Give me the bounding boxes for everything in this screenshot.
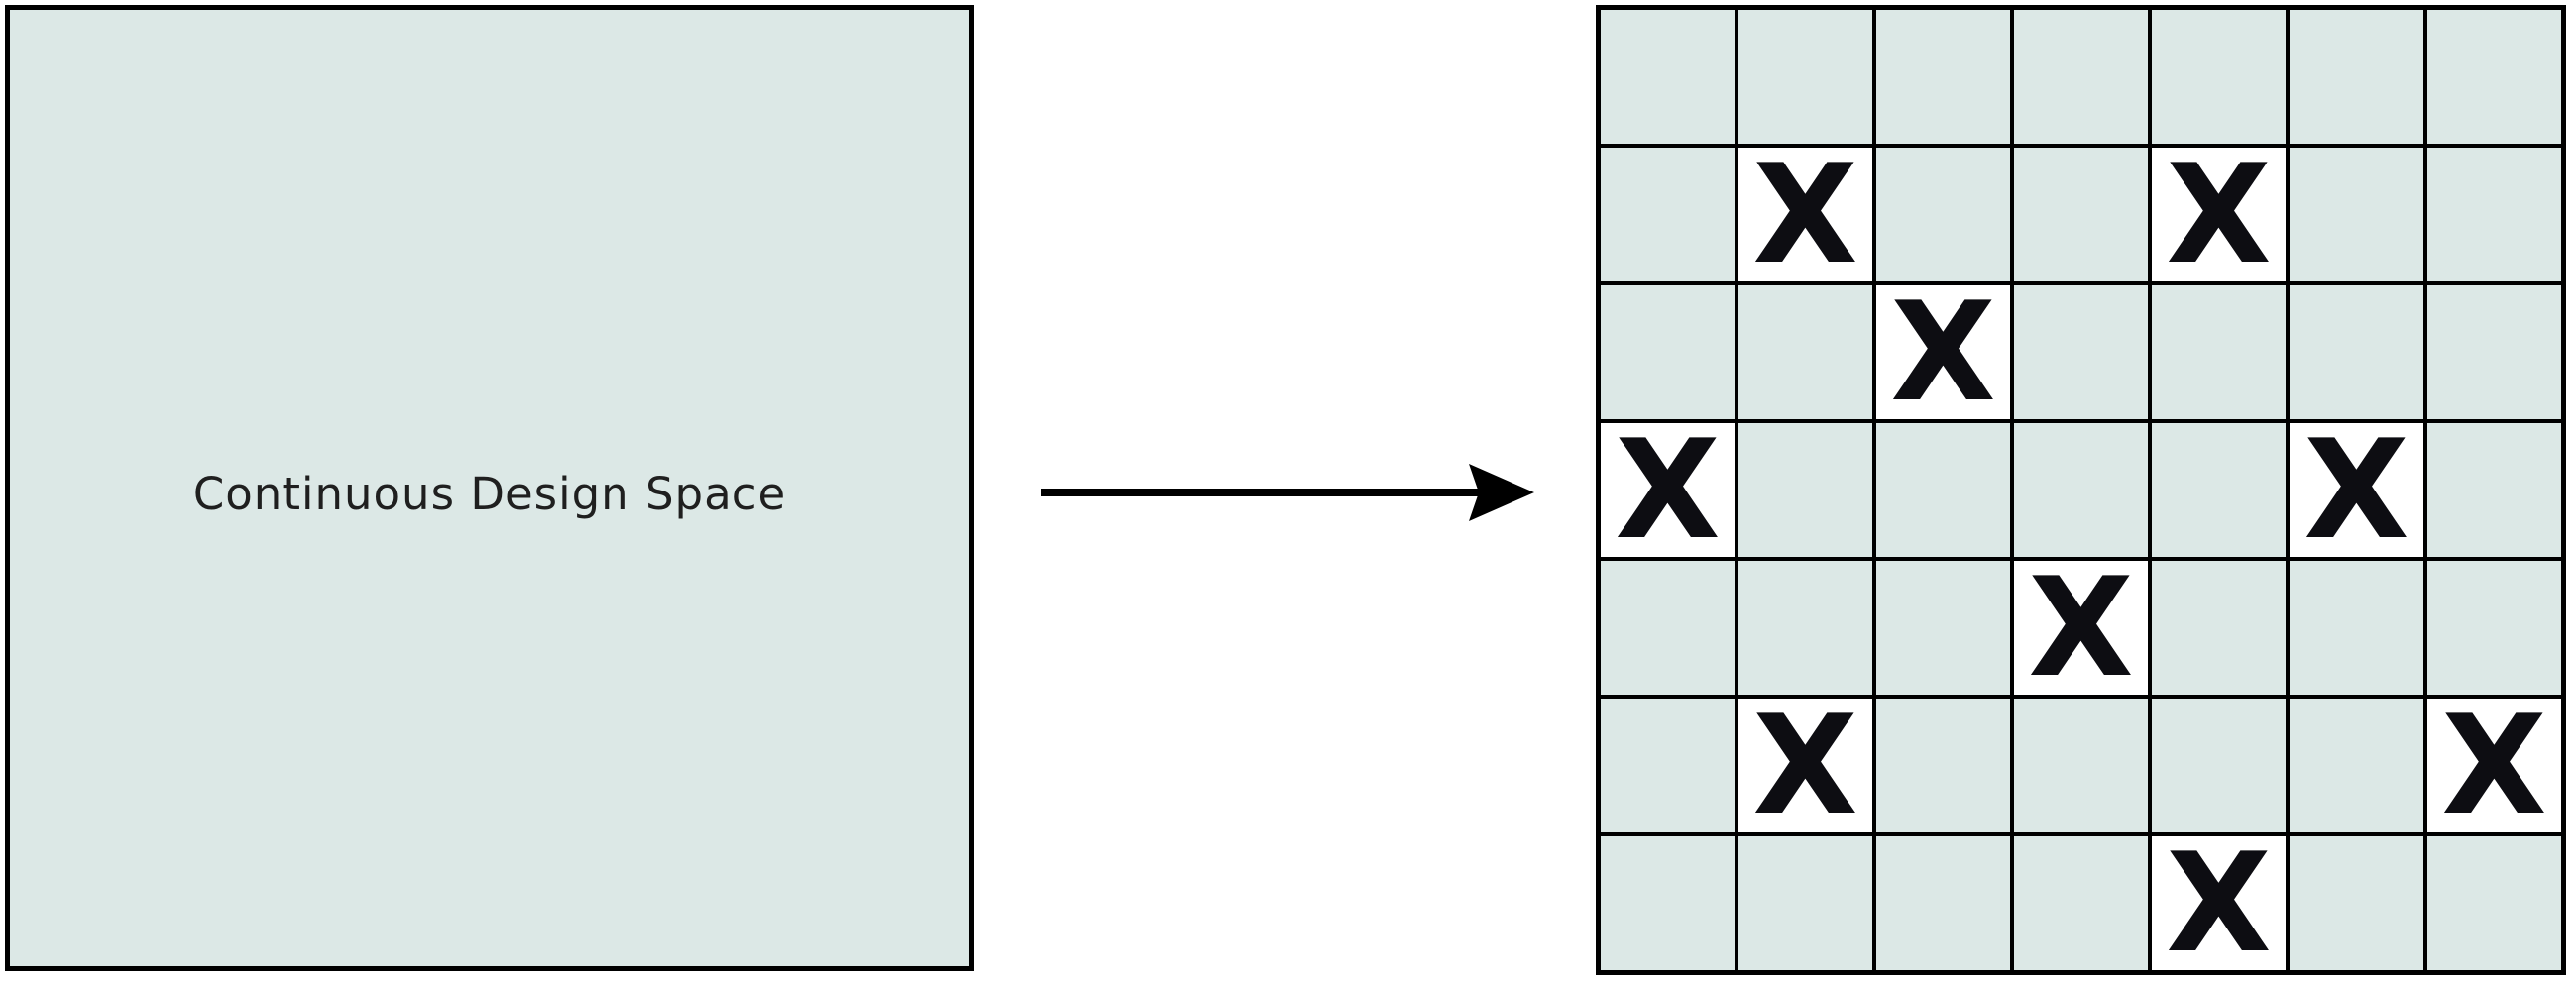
grid-cell [2290,285,2423,419]
grid-cell [1601,561,1735,695]
grid-cell [2427,423,2561,557]
grid-cell [2427,10,2561,144]
grid-cell [1601,699,1735,832]
grid-cell [2014,423,2148,557]
grid-cell [2014,285,2148,419]
grid-cell-marked: X [1738,146,1872,282]
grid-cell [2152,561,2286,695]
continuous-design-space-label: Continuous Design Space [192,468,787,520]
grid-cell-marked: X [1601,421,1735,558]
grid-cell [2152,10,2286,144]
grid-cell-marked: X [2014,559,2148,696]
grid-cell [2290,561,2423,695]
grid-cell-marked: X [2152,146,2286,282]
grid-cell [1601,10,1735,144]
grid-cell [1876,10,2010,144]
grid-cell [1738,836,1872,970]
grid-cell-marked: X [1876,283,2010,420]
grid-cell [1876,836,2010,970]
grid-cell [1601,148,1735,281]
grid-cell [1738,285,1872,419]
grid-cell [1738,561,1872,695]
grid-cell [2152,423,2286,557]
grid-cell [2152,699,2286,832]
grid-cell [2290,10,2423,144]
grid-cell-marked: X [2427,697,2561,833]
grid-cell [2290,148,2423,281]
grid-cell [2014,10,2148,144]
grid-cell [2290,699,2423,832]
grid-cell [1601,836,1735,970]
grid-cell-marked: X [2290,421,2423,558]
grid-cell [1876,699,2010,832]
grid-cell [2014,836,2148,970]
grid-cell [2014,699,2148,832]
grid-cell-marked: X [1738,697,1872,833]
continuous-design-space-box: Continuous Design Space [5,5,974,971]
grid-cell [1738,423,1872,557]
grid-cell [1876,423,2010,557]
grid-cell [2427,836,2561,970]
grid-cell [2014,148,2148,281]
grid-cell [2427,285,2561,419]
grid-cell [2427,561,2561,695]
right-arrow-icon [1041,464,1534,521]
grid-cell [1876,148,2010,281]
grid-cell-marked: X [2152,834,2286,971]
grid-cell [1876,561,2010,695]
grid-cell [1601,285,1735,419]
grid-cell [2152,285,2286,419]
grid-cell [1738,10,1872,144]
arrow-head [1469,464,1534,521]
grid-cell [2427,148,2561,281]
grid-cell [2290,836,2423,970]
